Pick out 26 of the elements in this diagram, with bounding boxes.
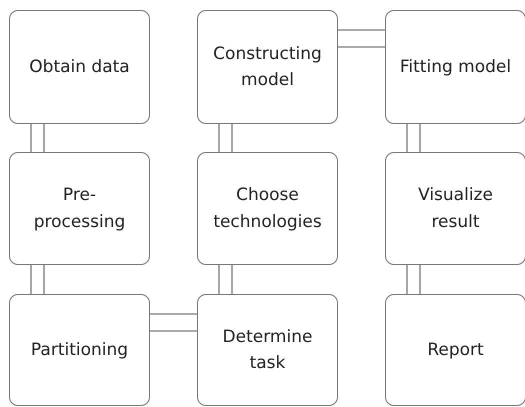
process-box: [385, 152, 525, 265]
process-box: [197, 294, 338, 406]
step-label: Report: [426, 338, 485, 362]
double-line-connector: [218, 123, 233, 153]
process-box: [385, 10, 525, 124]
step-label: Choose technologies: [212, 184, 323, 234]
process-box: [197, 152, 338, 265]
double-line-connector: [218, 264, 233, 295]
step-label: Partitioning: [30, 338, 130, 362]
double-line-connector: [406, 264, 421, 295]
process-box: [385, 294, 525, 406]
step-label: Pre- processing: [32, 184, 126, 234]
process-box: [9, 294, 150, 406]
step-label: Constructing model: [212, 42, 323, 92]
double-line-connector: [149, 313, 198, 332]
step-label: Obtain data: [28, 56, 131, 79]
double-line-connector: [337, 29, 386, 48]
process-box: [9, 152, 150, 265]
double-line-connector: [30, 123, 45, 153]
step-label: Visualize result: [417, 184, 494, 234]
step-label: Fitting model: [398, 56, 512, 79]
step-label: Determine task: [222, 326, 314, 375]
double-line-connector: [406, 123, 421, 153]
double-line-connector: [30, 264, 45, 295]
process-box: [9, 10, 150, 124]
process-box: [197, 10, 338, 124]
